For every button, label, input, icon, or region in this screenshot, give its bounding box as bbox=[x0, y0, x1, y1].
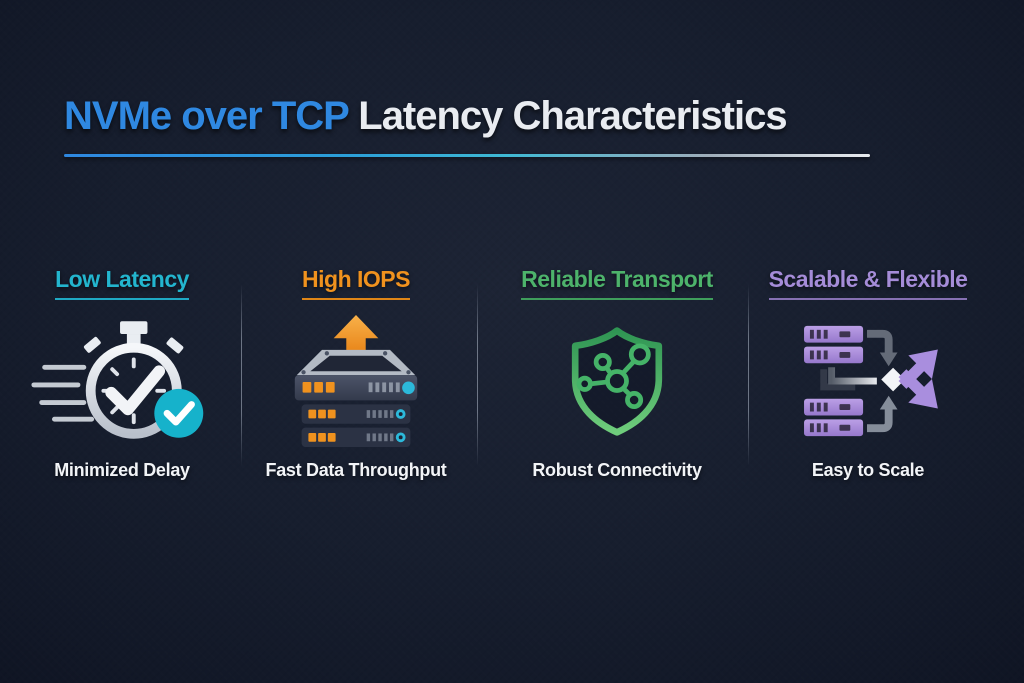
column-title: Low Latency bbox=[55, 266, 189, 300]
column-caption: Robust Connectivity bbox=[532, 460, 702, 480]
column-title: Reliable Transport bbox=[521, 266, 713, 300]
title-rest: Latency Characteristics bbox=[348, 94, 787, 138]
column-title: Scalable & Flexible bbox=[768, 266, 968, 300]
column-divider bbox=[241, 284, 242, 466]
page-title: NVMe over TCP Latency Characteristics bbox=[64, 94, 788, 138]
column-high-iops: High IOPS bbox=[246, 266, 466, 496]
shield-network-icon bbox=[560, 306, 674, 456]
column-low-latency: Low Latency bbox=[12, 266, 232, 496]
column-caption: Easy to Scale bbox=[811, 460, 925, 480]
column-reliable-transport: Reliable Transport Robust bbox=[487, 266, 747, 496]
column-title: High IOPS bbox=[302, 266, 410, 300]
stopwatch-check-icon bbox=[29, 306, 215, 456]
column-scalable-flexible: Scalable & Flexible bbox=[758, 266, 978, 496]
title-highlight: NVMe over TCP bbox=[64, 94, 349, 138]
column-divider bbox=[748, 284, 749, 466]
title-underline bbox=[64, 154, 870, 157]
scaling-servers-icon bbox=[794, 306, 942, 456]
column-caption: Minimized Delay bbox=[54, 460, 190, 480]
column-caption: Fast Data Throughput bbox=[265, 460, 447, 480]
server-stack-upload-icon bbox=[283, 306, 429, 456]
column-divider bbox=[477, 284, 478, 466]
